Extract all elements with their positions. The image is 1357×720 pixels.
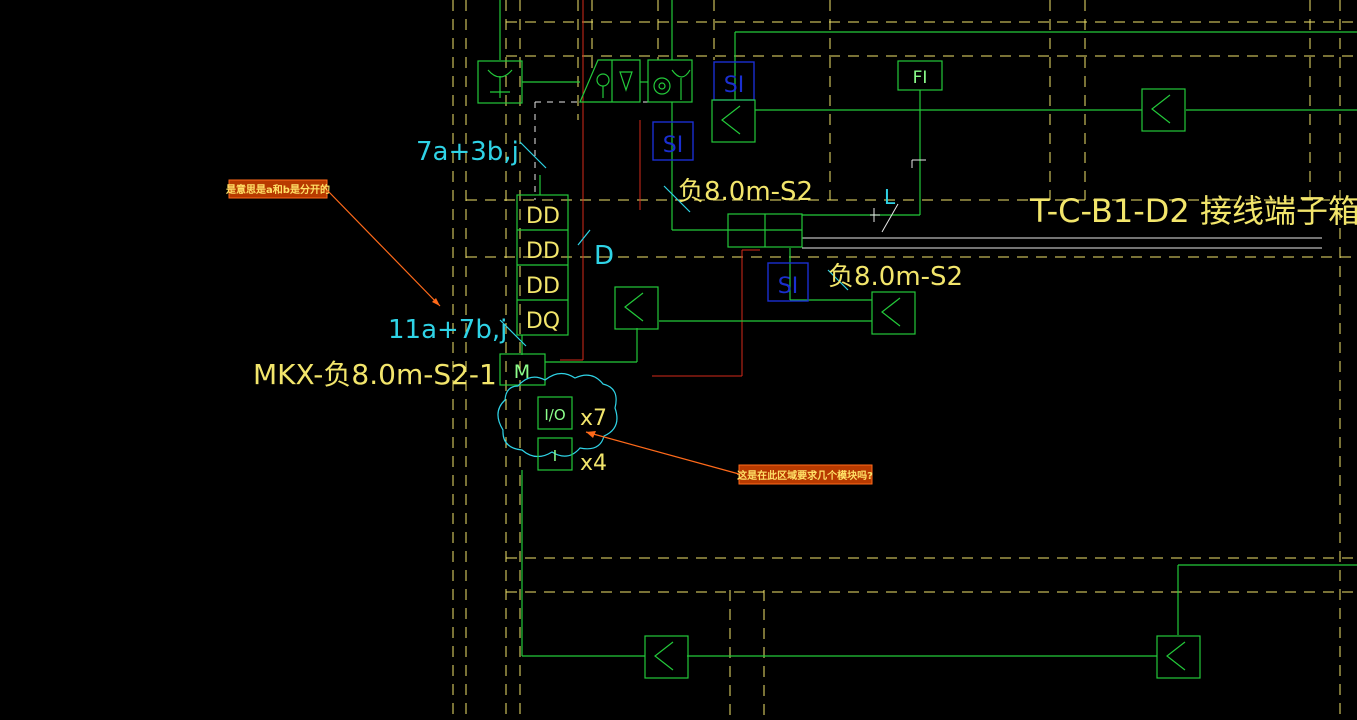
- dq-label: DQ: [526, 309, 560, 334]
- dashed-grid: [452, 0, 1357, 720]
- fi-symbol: [870, 159, 926, 233]
- module-box-label: MKX-负8.0m-S2-1: [253, 358, 497, 391]
- dd-label-2: DD: [526, 239, 560, 264]
- revision-cloud-icon: [497, 372, 618, 458]
- detector-1: [477, 60, 523, 104]
- m-module-box: M: [499, 353, 546, 386]
- sl-device-1: SI: [713, 61, 755, 101]
- i-label: I: [553, 447, 557, 465]
- sl-label-2: SI: [663, 133, 683, 158]
- annotation-left: 是意思是a和b是分开的: [225, 179, 441, 307]
- io-label: I/O: [544, 406, 565, 424]
- annotation-right: 这是在此区域要求几个模块吗?: [585, 431, 873, 485]
- red-lines: [560, 0, 760, 377]
- detector-2: [579, 59, 641, 103]
- sl-device-2: SI: [652, 121, 694, 161]
- m-label: M: [514, 361, 530, 383]
- sl-label-3: SI: [778, 274, 798, 299]
- annotation-left-text: 是意思是a和b是分开的: [225, 183, 330, 196]
- terminal-box-label: T-C-B1-D2 接线端子箱: [1029, 192, 1357, 230]
- i-module: I: [537, 437, 573, 471]
- green-wiring: [499, 0, 1357, 657]
- fi-symbol-glyph: L: [884, 185, 896, 209]
- white-terminal-lines: [802, 237, 1322, 249]
- annotation-right-text: 这是在此区域要求几个模块吗?: [737, 469, 873, 482]
- s-switch-6: [1156, 635, 1201, 679]
- detector-3: [647, 59, 693, 103]
- i-count: x4: [580, 451, 607, 476]
- white-boundary: [534, 101, 650, 200]
- terminal-block: [727, 213, 803, 248]
- fi-label: FI: [913, 68, 928, 88]
- s-switch-2: [1141, 88, 1186, 132]
- count-label-lower: 11a+7b,j: [388, 315, 507, 345]
- fi-box: FI: [897, 60, 943, 91]
- sl-device-3: SI: [767, 262, 809, 302]
- s-switch-1: [711, 99, 756, 143]
- sl-label-1: SI: [724, 73, 744, 98]
- dd-label-1: DD: [526, 204, 560, 229]
- s-switch-4: [871, 291, 916, 335]
- dd-label-3: DD: [526, 274, 560, 299]
- io-module: I/O: [537, 396, 573, 430]
- s-switch-3: [614, 286, 659, 330]
- cyan-ticks: [499, 141, 849, 347]
- depth-label-upper: 负8.0m-S2: [678, 177, 813, 207]
- depth-label-right: 负8.0m-S2: [828, 262, 963, 292]
- s-switch-5: [644, 635, 689, 679]
- d-label: D: [594, 241, 614, 271]
- count-label-upper: 7a+3b,j: [416, 137, 519, 167]
- dd-stack: DD DD DD DQ: [516, 194, 569, 336]
- io-count: x7: [580, 406, 607, 431]
